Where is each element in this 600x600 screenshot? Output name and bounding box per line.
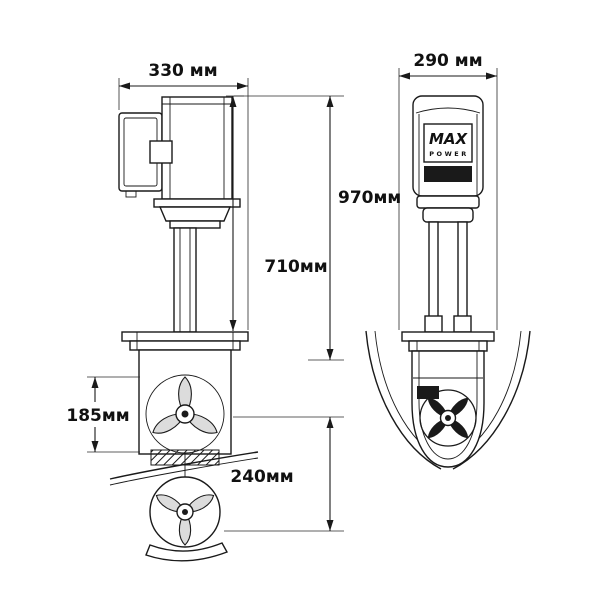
arrowhead-icon <box>399 72 410 80</box>
connector-block <box>149 140 173 164</box>
gearbox <box>158 206 232 222</box>
mounting-flange-front <box>401 331 495 342</box>
motor-base-flange <box>153 198 241 208</box>
dim-lower-extension-label: 240мм <box>230 467 293 487</box>
arrowhead-icon <box>119 82 130 90</box>
propeller-upper <box>145 374 225 454</box>
cable-gland <box>125 190 137 198</box>
shaft-housing <box>173 227 197 333</box>
dimension-tunnel-diameter: 185мм <box>66 376 140 453</box>
arrowhead-icon <box>326 417 334 428</box>
arrowhead-icon <box>91 441 99 452</box>
gear-pod <box>411 350 485 468</box>
arrowhead-icon <box>486 72 497 80</box>
mounting-flange-lower <box>129 340 241 351</box>
propeller-ring <box>419 389 477 447</box>
logo-panel <box>423 123 473 163</box>
gearbox-collar <box>169 220 221 229</box>
propeller-lower <box>149 476 221 548</box>
motor-body <box>161 96 233 200</box>
arrowhead-icon <box>237 82 248 90</box>
front-view: MAX POWER <box>365 95 531 470</box>
leg-foot <box>453 315 472 333</box>
hull-cross-section <box>365 330 442 470</box>
arrowhead-icon <box>326 349 334 360</box>
dimension-lower-extension: 240мм <box>224 416 344 532</box>
brand-subname: POWER <box>429 150 468 158</box>
dim-upper-height-label: 710мм <box>264 257 327 277</box>
dimensions: 330 мм 290 мм 970мм 710мм <box>66 51 498 532</box>
dimension-side-width: 330 мм <box>118 61 249 330</box>
mounting-flange-front-lower <box>408 340 488 352</box>
label-backplate <box>68 402 128 427</box>
leg-foot <box>424 315 443 333</box>
propeller-hub-center <box>182 509 188 515</box>
pod-logo-patch <box>417 386 439 399</box>
propeller-front <box>419 389 477 447</box>
propeller-hub-center <box>445 415 451 421</box>
side-view <box>109 96 259 562</box>
arrowhead-icon <box>229 320 237 331</box>
motor-top-seam <box>415 107 481 114</box>
dimension-upper-height: 710мм <box>226 95 328 331</box>
dimension-front-width: 290 мм <box>398 51 498 330</box>
gearbox-collar-front <box>422 207 474 223</box>
drive-leg <box>457 221 468 319</box>
drive-leg <box>428 221 439 319</box>
propeller-blade <box>178 511 192 546</box>
bottom-fairing <box>145 542 229 562</box>
propeller-hub-center <box>181 410 189 418</box>
mounting-flange <box>121 331 249 342</box>
arrowhead-icon <box>326 96 334 107</box>
propeller-blade <box>178 376 192 415</box>
motor-vent-band <box>424 166 472 182</box>
arrowhead-icon <box>229 96 237 107</box>
dim-front-width-label: 290 мм <box>413 51 482 71</box>
brand-name: MAX <box>429 130 469 148</box>
hull-cross-section <box>452 330 531 470</box>
arrowhead-icon <box>91 377 99 388</box>
arrowhead-icon <box>326 520 334 531</box>
gearbox-front <box>416 195 480 209</box>
dim-total-height-label: 970мм <box>338 188 401 208</box>
brand-logo: MAX POWER <box>423 123 473 163</box>
dim-side-width-label: 330 мм <box>148 61 217 81</box>
dimension-total-height: 970мм <box>234 95 401 361</box>
dim-tunnel-diameter-label: 185мм <box>66 406 129 426</box>
